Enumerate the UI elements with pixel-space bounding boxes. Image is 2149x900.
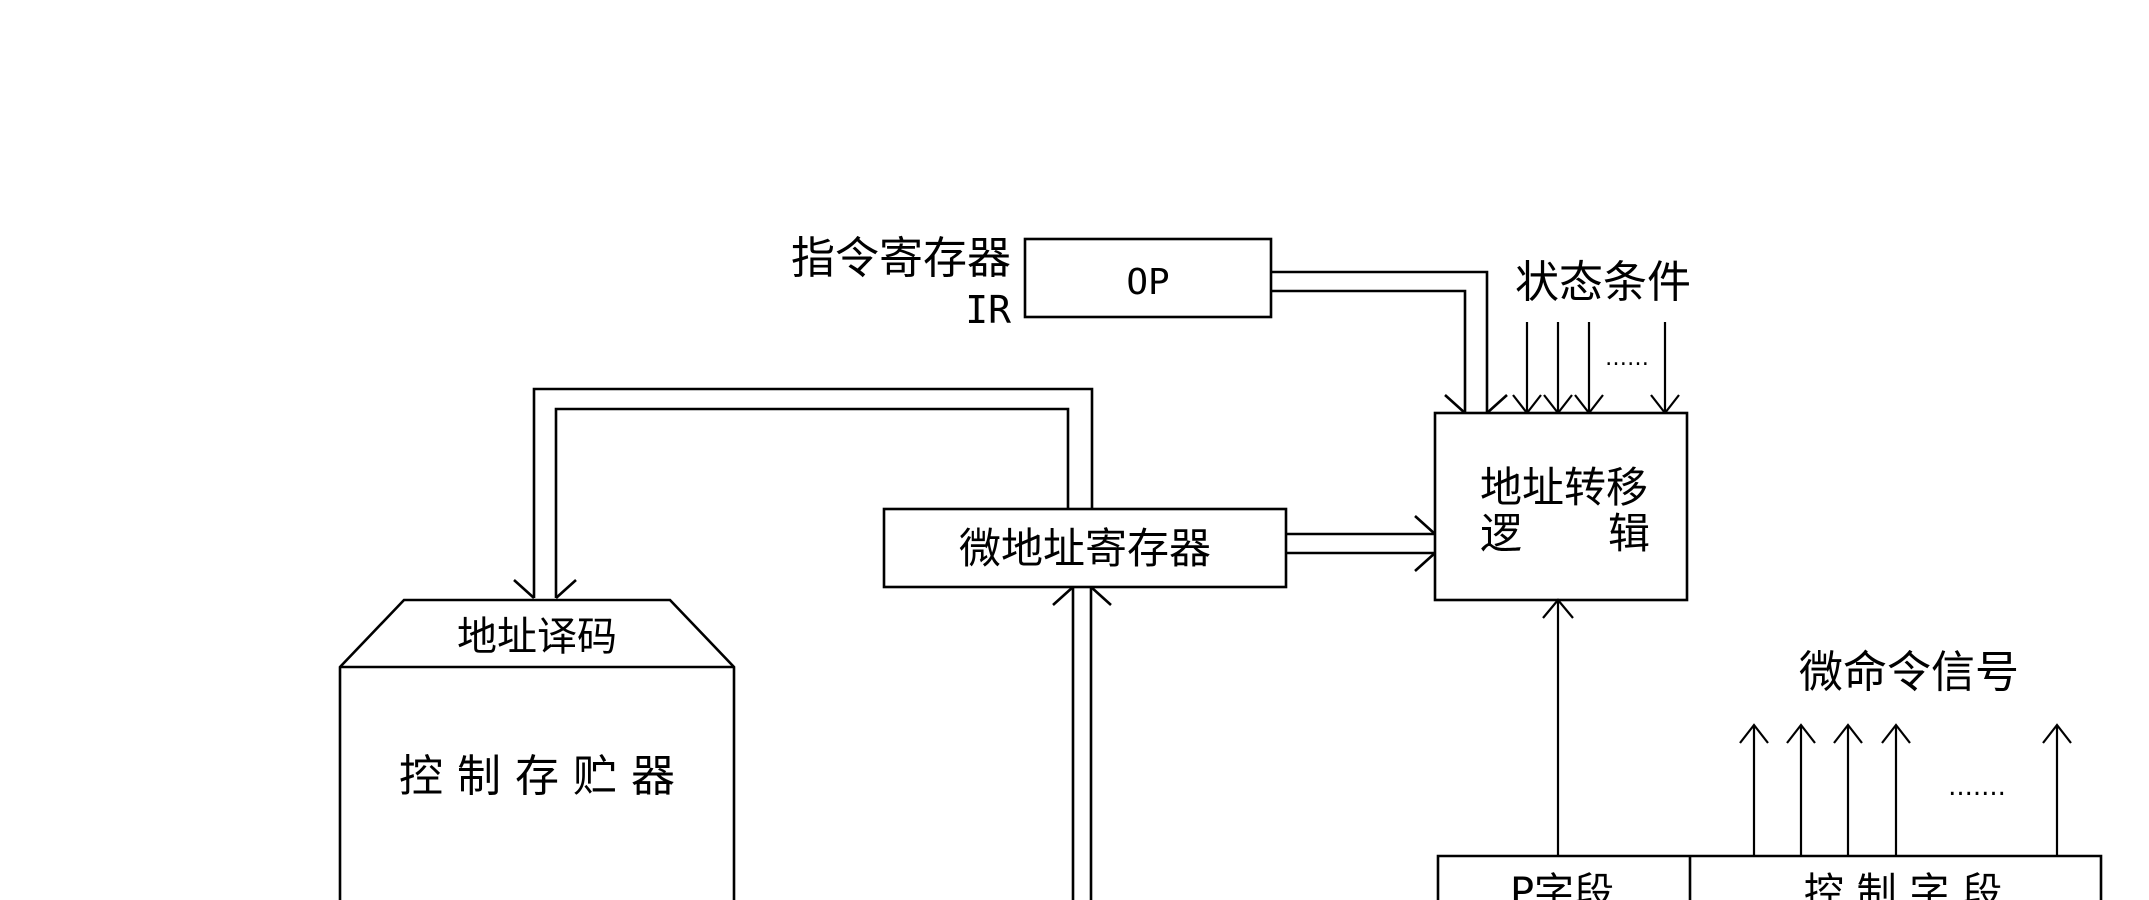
micro-instruction-register-outline xyxy=(1436,854,2103,900)
feedback-bus-arrowhead xyxy=(1052,586,1112,606)
feedback-bus xyxy=(1071,587,1093,900)
mar-to-logic-bus xyxy=(1286,532,1435,555)
micro-command-dots: ....... xyxy=(1948,772,2006,802)
address-transfer-logic-line1: 地址转移 xyxy=(1480,463,1648,512)
ir-sub-label: IR xyxy=(965,288,1011,332)
address-transfer-logic-line2a: 逻 xyxy=(1480,509,1522,558)
op-label: OP xyxy=(1126,262,1169,303)
micro-command-label: 微命令信号 xyxy=(1799,647,2019,698)
mar-to-decode-inner xyxy=(554,407,1070,598)
status-dots: …… xyxy=(1605,346,1649,371)
status-label: 状态条件 xyxy=(1515,257,1691,308)
mar-to-decode-outer xyxy=(532,387,1094,598)
address-transfer-logic-box xyxy=(1433,411,1689,602)
status-arrows xyxy=(1512,322,1680,415)
p-field-label: P字段 xyxy=(1510,870,1614,900)
address-decode-label: 地址译码 xyxy=(457,614,617,660)
micro-address-register-box xyxy=(882,507,1288,589)
op-box xyxy=(1023,237,1273,319)
control-field-label: 控 制 字 段 xyxy=(1804,870,2002,900)
micro-address-register-label: 微地址寄存器 xyxy=(959,524,1211,573)
op-bus-inner xyxy=(1271,289,1467,413)
control-store-label: 控 制 存 贮 器 xyxy=(399,751,675,802)
mar-to-decode-arrowhead xyxy=(513,579,577,599)
micro-command-arrows xyxy=(1739,723,2072,856)
ir-label: 指令寄存器 xyxy=(791,233,1011,284)
address-transfer-logic-line2b: 辑 xyxy=(1608,509,1650,558)
op-bus-outer xyxy=(1271,270,1489,413)
op-bus-arrowhead xyxy=(1444,394,1508,414)
p-field-to-logic-arrowhead xyxy=(1542,598,1574,619)
mar-to-logic-arrowhead xyxy=(1414,515,1436,572)
control-store-outline xyxy=(338,598,736,900)
